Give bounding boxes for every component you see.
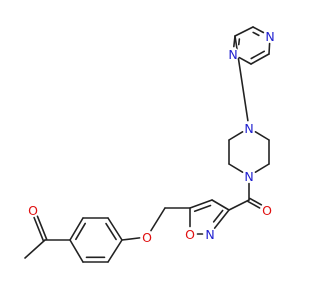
- bond-cCO-oCO-b: [249, 197, 263, 206]
- bond-pzN1-pz3: [252, 26, 265, 34]
- bond-pz4-pzN2-inner: [237, 38, 241, 46]
- atom-label-ppN1: N: [244, 121, 253, 136]
- atom-label-oCO: O: [262, 203, 272, 218]
- bond-acC-acMe: [24, 239, 46, 259]
- bond-bz6-bz1: [107, 239, 123, 263]
- atom-label-pzN1: N: [265, 29, 274, 44]
- atom-bg-ppN2: [242, 169, 256, 183]
- atom-label-oEth: O: [142, 230, 152, 245]
- bond-is3-is4: [211, 199, 230, 211]
- bond-pzN2-pz1: [238, 56, 252, 65]
- bond-ppN1-pp1: [254, 131, 270, 141]
- atom-bg-acO: [26, 203, 40, 217]
- bond-cCO-is3: [228, 199, 250, 211]
- bond-isN-is3: [213, 209, 230, 229]
- bond-is4-is5-inner: [193, 204, 212, 213]
- bond-pp4-ppN1: [228, 131, 244, 141]
- bond-bz3-bz4: [69, 217, 84, 241]
- bond-pp2-ppN2: [254, 163, 270, 173]
- atom-bg-oEth: [140, 230, 154, 244]
- bond-acC-acO-b: [33, 216, 45, 242]
- atom-bg-isN: [203, 227, 217, 241]
- atom-label-pzN2: N: [228, 47, 237, 62]
- bond-bz3-bz4-inner: [75, 222, 87, 241]
- atom-label-isO: O: [185, 227, 195, 242]
- bond-ch2-oEth: [150, 207, 166, 232]
- bond-isN-is3-inner: [212, 209, 224, 223]
- bond-bz1-bz2-inner: [105, 222, 117, 241]
- atom-bg-oCO: [260, 203, 274, 217]
- bond-oEth-bz1: [121, 237, 141, 241]
- bond-pzN1-pz3-inner: [252, 31, 260, 37]
- atom-label-ppN2: N: [244, 169, 253, 184]
- bond-pz2-pzN1: [268, 42, 271, 55]
- bond-cCO-oCO-a: [247, 200, 261, 209]
- bond-bz4-bz5: [69, 239, 84, 263]
- bond-is4-is5: [189, 199, 213, 209]
- bond-bz1-bz2: [107, 217, 123, 241]
- bond-acC-acO-a: [36, 215, 48, 241]
- bond-pz1-pz2: [250, 53, 270, 65]
- bond-pz1-pz2-inner: [250, 50, 266, 60]
- bond-pz3-pz4: [234, 26, 254, 37]
- bond-ppN2-pp3: [228, 163, 244, 173]
- atom-label-isN: N: [205, 227, 214, 242]
- atom-bg-pzN1: [263, 29, 277, 43]
- atom-label-acO: O: [28, 203, 38, 218]
- atom-bg-ppN1: [242, 121, 256, 135]
- atom-bg-isO: [183, 227, 197, 241]
- bond-layer: [24, 26, 271, 263]
- atom-bg-pzN2: [226, 47, 240, 61]
